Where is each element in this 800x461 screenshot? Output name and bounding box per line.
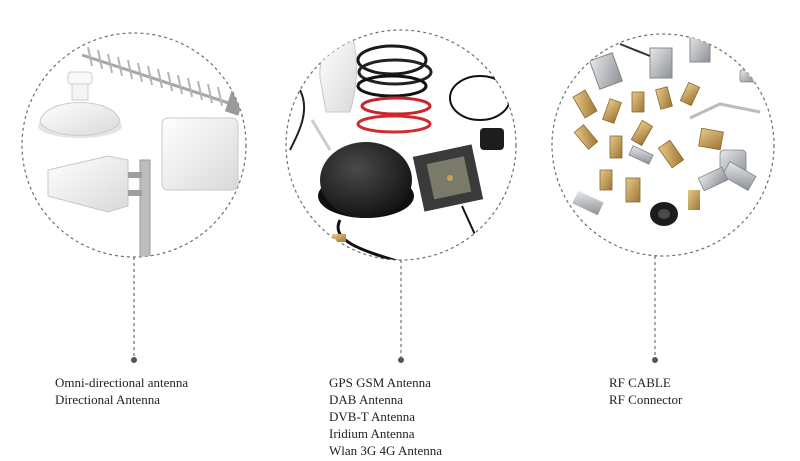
rf-group [551,33,775,363]
caption-antennas: Omni-directional antenna Directional Ant… [55,374,188,408]
ceiling-antenna-icon [38,71,122,138]
connector-dot-1 [131,357,137,363]
rf-images [572,34,761,226]
antenna-group [21,32,247,363]
caption-rf: RF CABLE RF Connector [609,374,682,408]
caption-line: Wlan 3G 4G Antenna [329,443,443,458]
caption-line: Iridium Antenna [329,426,415,441]
antenna-images [38,46,246,257]
connector-dot-3 [652,357,658,363]
cable-bundle-icon [289,44,433,151]
caption-line: RF CABLE [609,375,671,390]
caption-line: Omni-directional antenna [55,375,189,390]
caption-line: Directional Antenna [55,392,161,407]
sector-antenna-icon [47,155,142,213]
gnss-group [285,29,517,363]
gnss-images [289,35,511,260]
black-puck-antenna-icon [318,142,414,260]
caption-line: GPS GSM Antenna [329,375,431,390]
sma-connector-icon [572,81,724,203]
black-bulkhead-icon [572,190,700,226]
caption-gnss: GPS GSM Antenna DAB Antenna DVB-T Antenn… [329,374,442,459]
caption-line: RF Connector [609,392,683,407]
shark-fin-antenna-icon [319,35,357,113]
caption-line: DVB-T Antenna [329,409,416,424]
mast-pole-icon [139,159,151,257]
small-gps-puck-icon [480,128,504,150]
silver-adapter-icon [628,69,757,192]
n-connector-icon [588,34,711,90]
semi-rigid-cable-icon [689,102,761,120]
dashed-circle-3 [551,33,775,257]
coaxial-coil-icon [449,75,511,121]
connector-dot-2 [398,357,404,363]
panel-antenna-icon [161,117,239,191]
patch-antenna-icon [412,144,484,251]
caption-line: DAB Antenna [329,392,404,407]
yagi-antenna-icon [81,46,246,116]
